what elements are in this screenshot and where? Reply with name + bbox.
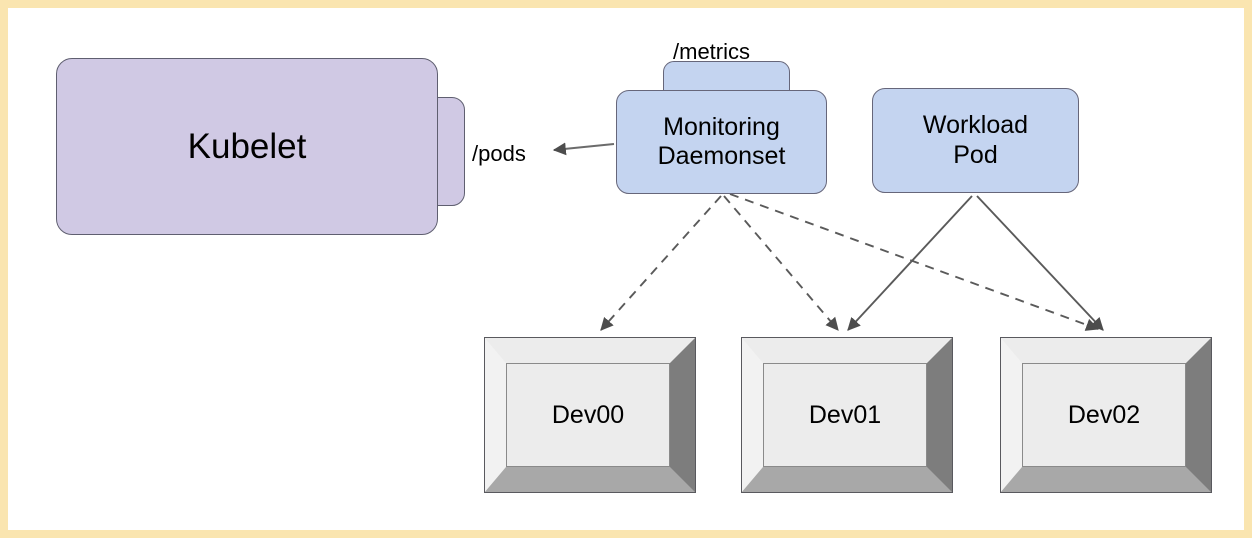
device-screen: Dev01 bbox=[763, 363, 927, 467]
device-screen: Dev00 bbox=[506, 363, 670, 467]
device-node-dev01[interactable]: Dev01 bbox=[741, 337, 953, 493]
device-label: Dev02 bbox=[1067, 400, 1141, 429]
metrics-endpoint-label: /metrics bbox=[673, 39, 750, 64]
device-label: Dev01 bbox=[808, 400, 882, 429]
edge-monitoring-to-dev01 bbox=[723, 195, 839, 331]
workload-pod-node[interactable]: Workload Pod bbox=[872, 88, 1079, 193]
device-node-dev00[interactable]: Dev00 bbox=[484, 337, 696, 493]
kubelet-pods-endpoint-tab bbox=[436, 97, 465, 206]
diagram-canvas: Kubelet /pods /metrics Monitoring Daemon… bbox=[8, 8, 1244, 530]
device-screen: Dev02 bbox=[1022, 363, 1186, 467]
edge-monitoring-to-dev02 bbox=[729, 193, 1100, 331]
kubelet-node[interactable]: Kubelet bbox=[56, 58, 438, 235]
edge-workload-to-dev02 bbox=[976, 195, 1104, 331]
pods-endpoint-label: /pods bbox=[472, 141, 526, 166]
monitoring-daemonset-node[interactable]: Monitoring Daemonset bbox=[616, 90, 827, 194]
edge-workload-to-dev01 bbox=[847, 195, 973, 331]
device-node-dev02[interactable]: Dev02 bbox=[1000, 337, 1212, 493]
device-label: Dev00 bbox=[551, 400, 625, 429]
edge-monitoring-to-kubelet bbox=[552, 142, 615, 156]
edge-monitoring-to-dev00 bbox=[600, 195, 722, 331]
